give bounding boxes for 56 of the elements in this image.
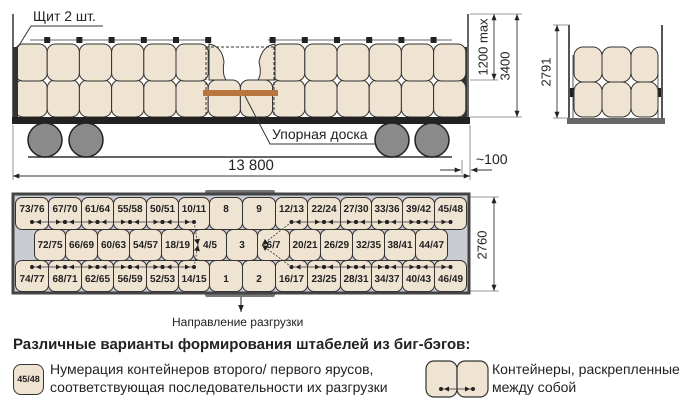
container-bag: 38/41 bbox=[384, 229, 416, 261]
container-bag: 3 bbox=[226, 229, 258, 261]
tie-strap bbox=[160, 220, 196, 224]
container-bag: 46/49 bbox=[434, 260, 467, 292]
dimension-value: 1200 max bbox=[476, 18, 490, 76]
dimension-value: 3400 bbox=[498, 52, 512, 80]
container-bag: 72/75 bbox=[34, 229, 66, 261]
container-bag: 10/11 bbox=[178, 197, 210, 230]
container-bag: 16/17 bbox=[275, 260, 308, 292]
container-bag: 56/59 bbox=[113, 260, 147, 292]
tie-strap bbox=[160, 264, 196, 270]
container-bag: 34/37 bbox=[371, 260, 403, 292]
container-bag: 1 bbox=[209, 260, 243, 292]
container-bag: 66/69 bbox=[65, 229, 98, 261]
container-bag: 18/19 bbox=[161, 229, 194, 261]
legend-text: Нумерация контейнеров второго/ первого ярусов, соответствующая последовательности их разгрузки bbox=[50, 360, 389, 396]
container-bag: 2 bbox=[242, 260, 276, 292]
container-bag: 68/71 bbox=[48, 260, 82, 292]
tie-strap bbox=[194, 222, 200, 246]
tie-strap bbox=[262, 222, 292, 246]
container-bag: 23/25 bbox=[307, 260, 341, 292]
container-bag: 62/65 bbox=[81, 260, 114, 292]
container-bag: 32/35 bbox=[352, 229, 385, 261]
container-bag: 52/53 bbox=[146, 260, 179, 292]
container-bag: 14/15 bbox=[178, 260, 210, 292]
stop-board bbox=[203, 90, 278, 96]
container-bag: 9 bbox=[242, 197, 276, 230]
dimension-value: 13 800 bbox=[228, 157, 274, 174]
container-bag: 28/31 bbox=[340, 260, 372, 292]
container-bag: 45/48 bbox=[434, 197, 467, 230]
caption-text: Направление разгрузки bbox=[172, 315, 304, 329]
legend-text: Контейнеры, раскрепленные между собой bbox=[492, 360, 681, 396]
dimension-value: 2791 bbox=[538, 58, 554, 86]
container-bag: 74/77 bbox=[15, 260, 49, 292]
dimension-value: ~100 bbox=[476, 151, 508, 167]
tie-strap bbox=[194, 244, 200, 268]
container-bag: 54/57 bbox=[129, 229, 162, 261]
container-bag: 73/76 bbox=[15, 197, 49, 230]
container-bag: 4/5 bbox=[193, 229, 227, 261]
part-label: Упорная доска bbox=[272, 126, 376, 143]
container-bag: 60/63 bbox=[97, 229, 130, 261]
tie-strap bbox=[262, 244, 292, 268]
dimension-value: 2760 bbox=[474, 230, 490, 260]
container-bag: 20/21 bbox=[289, 229, 321, 261]
container-bag: 44/47 bbox=[415, 229, 448, 261]
legend-sample: 45/48 bbox=[13, 364, 44, 395]
legend-title: Различные варианты формирования штабелей из биг-бэгов: bbox=[13, 336, 470, 353]
tie-strap bbox=[416, 264, 452, 270]
tie-strap bbox=[416, 220, 452, 224]
container-bag: 8 bbox=[209, 197, 243, 230]
container-bag: 12/13 bbox=[275, 197, 308, 230]
leader-line bbox=[18, 26, 104, 48]
container-bag: 26/29 bbox=[320, 229, 353, 261]
side-shield bbox=[13, 47, 18, 117]
container-bag: 40/43 bbox=[402, 260, 435, 292]
part-label: Щит 2 шт. bbox=[33, 8, 103, 25]
